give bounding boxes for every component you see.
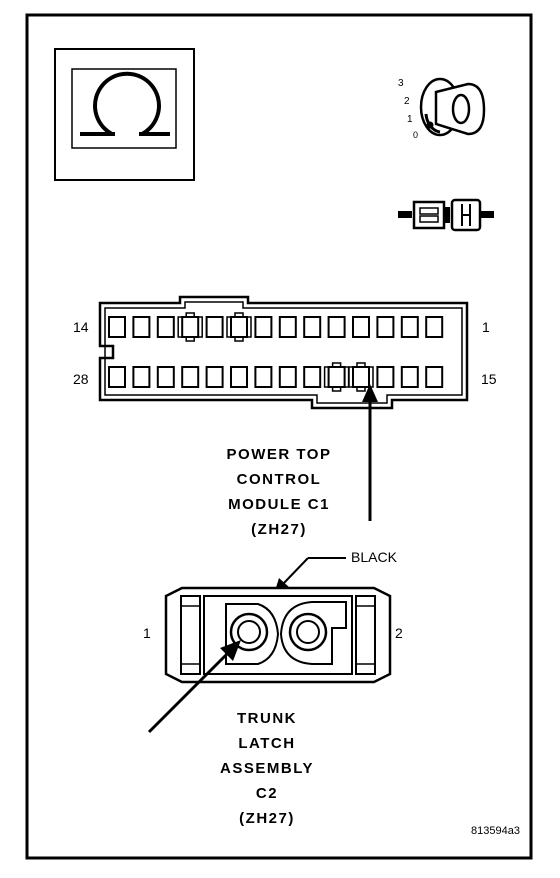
c1-cavity — [108, 366, 126, 388]
c1-pin-14-label: 14 — [73, 319, 89, 335]
c1-cavity-key — [177, 312, 203, 342]
c1-cavity — [108, 316, 126, 338]
connector-icon — [398, 198, 494, 232]
c1-cavity — [278, 316, 297, 338]
key-position-3: 3 — [398, 78, 404, 89]
c1-cavity — [205, 366, 224, 388]
c2-pin-2-label: 2 — [395, 625, 403, 641]
c1-cavity — [303, 366, 322, 388]
c1-label-line-1: POWER TOP — [227, 446, 332, 463]
c1-cavity — [230, 316, 248, 338]
c1-cavity — [230, 366, 248, 388]
c1-cavity-key — [226, 312, 252, 342]
c1-cavity — [132, 316, 151, 338]
c1-label-line-4: (ZH27) — [251, 521, 307, 538]
c1-cavity — [156, 316, 175, 338]
ohm-icon — [54, 48, 195, 181]
c1-cavity — [132, 366, 151, 388]
c1-pin-28-label: 28 — [73, 371, 89, 387]
c1-arrow — [362, 384, 378, 521]
c1-cavity — [425, 366, 444, 388]
c2-color-label: BLACK — [351, 549, 398, 565]
c1-label-line-2: CONTROL — [237, 471, 322, 488]
c2-label-line-2: LATCH — [238, 735, 295, 752]
figure-id: 813594a3 — [471, 825, 520, 837]
c1-cavity — [425, 316, 444, 338]
connector-c2 — [164, 586, 392, 684]
c2-label-line-4: C2 — [256, 785, 278, 802]
c1-cavity — [278, 366, 297, 388]
c1-cavity — [254, 316, 273, 338]
c1-pin-15-label: 15 — [481, 371, 497, 387]
c1-label-line-3: MODULE C1 — [228, 496, 330, 513]
diagram-frame — [25, 13, 533, 860]
ignition-key-icon: 3 2 1 0 — [398, 77, 486, 140]
c1-cavity — [400, 316, 419, 338]
c1-label: POWER TOP CONTROL MODULE C1 (ZH27) — [227, 446, 332, 538]
c1-cavity — [352, 316, 370, 338]
c2-label: TRUNK LATCH ASSEMBLY C2 (ZH27) — [220, 710, 314, 827]
c1-cavity-key — [323, 362, 350, 392]
c1-cavity — [156, 366, 175, 388]
key-position-1: 1 — [407, 114, 413, 125]
c1-cavity — [181, 316, 200, 338]
c1-cavity — [254, 366, 273, 388]
c1-cavity — [376, 316, 395, 338]
c2-label-line-1: TRUNK — [237, 710, 297, 727]
c1-cavity — [181, 366, 200, 388]
c2-pin-1-label: 1 — [143, 625, 151, 641]
c1-cavity — [205, 316, 224, 338]
c1-cavity — [303, 316, 322, 338]
c1-cavity — [327, 316, 346, 338]
key-position-2: 2 — [404, 96, 410, 107]
connector-c1 — [98, 295, 469, 410]
c2-arrow — [147, 640, 241, 734]
c1-cavity-key — [348, 362, 374, 392]
c1-cavity — [352, 366, 370, 388]
c1-cavity — [327, 366, 346, 388]
c1-cavity-group — [108, 312, 444, 392]
c1-cavity — [376, 366, 395, 388]
key-position-0: 0 — [413, 130, 418, 140]
c2-label-line-5: (ZH27) — [239, 810, 295, 827]
c1-cavity — [400, 366, 419, 388]
c1-pin-1-label: 1 — [482, 319, 490, 335]
c2-label-line-3: ASSEMBLY — [220, 760, 314, 777]
